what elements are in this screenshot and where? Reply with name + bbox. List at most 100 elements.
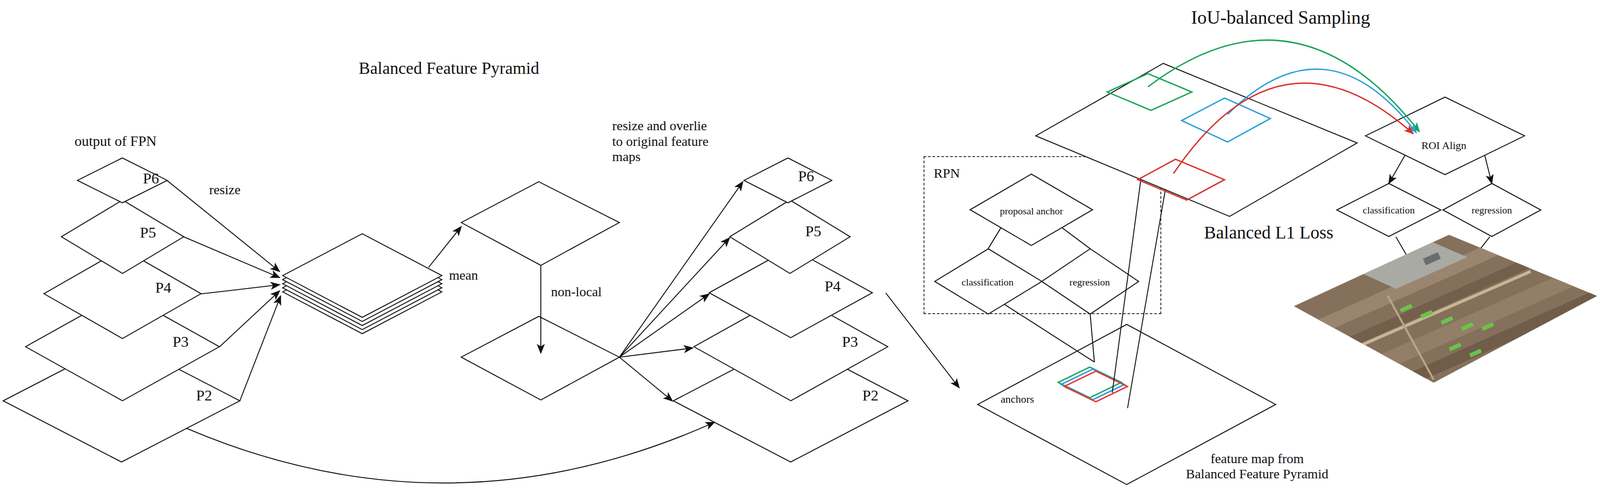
- rhombus-shape: [1365, 97, 1525, 175]
- rhombus-outline: [1365, 97, 1525, 175]
- node-label: ROI Align: [1421, 139, 1467, 153]
- resize-arrow: [239, 295, 281, 402]
- rhombus-shape: [934, 248, 1042, 315]
- resize-arrow: [167, 180, 280, 272]
- solar-panel: [1448, 342, 1462, 352]
- resize-arrow: [219, 290, 280, 347]
- connector: [1484, 154, 1492, 184]
- anchor-box: [1064, 371, 1128, 403]
- overlie-arrow: [619, 357, 673, 402]
- projection-line: [1127, 189, 1166, 409]
- anchor-box: [1058, 367, 1122, 398]
- text-label: resize: [209, 182, 241, 198]
- solar-panel: [1420, 310, 1434, 319]
- mean-arrow: [428, 226, 462, 268]
- overlie-arrow: [619, 348, 694, 358]
- process-diamond: classification: [934, 248, 1042, 315]
- field-stripe: [1300, 272, 1600, 433]
- node-label: P5: [140, 223, 157, 242]
- node-label: classification: [1362, 204, 1415, 216]
- rpn-group: RPN proposal anchor classification regressi…: [923, 156, 1162, 315]
- process-diamond: proposal anchor: [970, 174, 1093, 246]
- text-label: non-local: [551, 284, 602, 300]
- pyramid-level: P5: [61, 200, 184, 274]
- overlie-arrow: [619, 237, 730, 358]
- proposal-box: [1107, 73, 1192, 111]
- connector: [1061, 227, 1091, 249]
- rhombus-shape: [61, 200, 184, 274]
- refined-map: [461, 316, 620, 401]
- node-label: P4: [824, 278, 841, 296]
- node-label: feature map from Balanced Feature Pyrami…: [1185, 450, 1330, 482]
- resized-map: [282, 233, 442, 318]
- rhombus-shape: [673, 339, 908, 463]
- process-diamond: regression: [1442, 183, 1541, 237]
- sampling-arc: [1173, 83, 1414, 174]
- building: [1371, 252, 1388, 267]
- building: [1422, 252, 1441, 266]
- pyramid-level: P6: [77, 158, 168, 203]
- projection-line: [1112, 179, 1141, 394]
- connector: [1004, 304, 1095, 363]
- solar-panel: [1481, 322, 1495, 331]
- rhombus-shape: [744, 158, 832, 203]
- pyramid-level: P6: [744, 158, 832, 203]
- text-label: Balanced L1 Loss: [1204, 222, 1334, 244]
- overlie-arrow: [619, 294, 710, 358]
- node-label: P2: [196, 387, 213, 405]
- overlie-arrow: [619, 181, 744, 358]
- anchor-boxes: anchors: [1056, 362, 1133, 409]
- node-label: anchors: [1000, 393, 1035, 407]
- node-label: P6: [142, 169, 159, 188]
- solar-panel: [1399, 303, 1413, 313]
- solar-panel: [1440, 316, 1454, 325]
- node-label: regression: [1471, 204, 1512, 216]
- node-label: P3: [842, 333, 859, 351]
- connector: [988, 227, 1001, 249]
- anchor-box: [1060, 369, 1125, 400]
- rhombus-shape: [1442, 183, 1541, 237]
- node-label: P2: [862, 387, 879, 405]
- connector: [1388, 154, 1405, 184]
- pyramid-to-map-arrow: [885, 293, 959, 389]
- rhombus-shape: [1041, 248, 1139, 315]
- mean-map: [461, 181, 620, 266]
- rhombus-shape: [970, 174, 1093, 246]
- rhombus-outline: [744, 158, 832, 203]
- resize-arrow: [183, 236, 280, 278]
- proposal-map: [1035, 63, 1358, 217]
- node-label: P3: [172, 333, 189, 351]
- non-local-arrow: [540, 265, 542, 354]
- text-label: resize and overlie to original feature m…: [612, 118, 714, 165]
- node-label: P4: [155, 278, 172, 297]
- rhombus-outline: [61, 200, 184, 274]
- text-label: IoU-balanced Sampling: [1191, 6, 1371, 29]
- proposal-box: [1181, 98, 1271, 142]
- rhombus-shape: [729, 200, 851, 274]
- road: [1357, 271, 1531, 348]
- node-label: proposal anchor: [1000, 205, 1064, 217]
- text-label: mean: [449, 267, 479, 284]
- anchor-boxes-drawing: [1056, 362, 1133, 409]
- field-stripe: [1288, 246, 1600, 411]
- connector: [1090, 314, 1095, 363]
- rhombus-shape: [77, 158, 168, 203]
- process-diamond: ROI Align: [1365, 97, 1525, 175]
- sampling-arc: [1227, 69, 1417, 133]
- resize-arrow: [201, 284, 280, 295]
- building-area: [1348, 236, 1468, 289]
- rhombus-outline: [729, 200, 851, 274]
- node-label: P6: [798, 167, 815, 186]
- field-stripe: [1276, 220, 1600, 380]
- solar-panel: [1469, 348, 1483, 358]
- node-label: RPN: [933, 165, 960, 182]
- pyramid-level: P5: [729, 200, 851, 274]
- solar-panel: [1460, 322, 1474, 331]
- node-label: classification: [961, 276, 1014, 288]
- road: [1387, 295, 1434, 380]
- node-label: regression: [1069, 276, 1110, 288]
- proposal-box: [1137, 159, 1225, 201]
- process-diamond: regression: [1041, 248, 1139, 315]
- text-label: Balanced Feature Pyramid: [358, 58, 540, 79]
